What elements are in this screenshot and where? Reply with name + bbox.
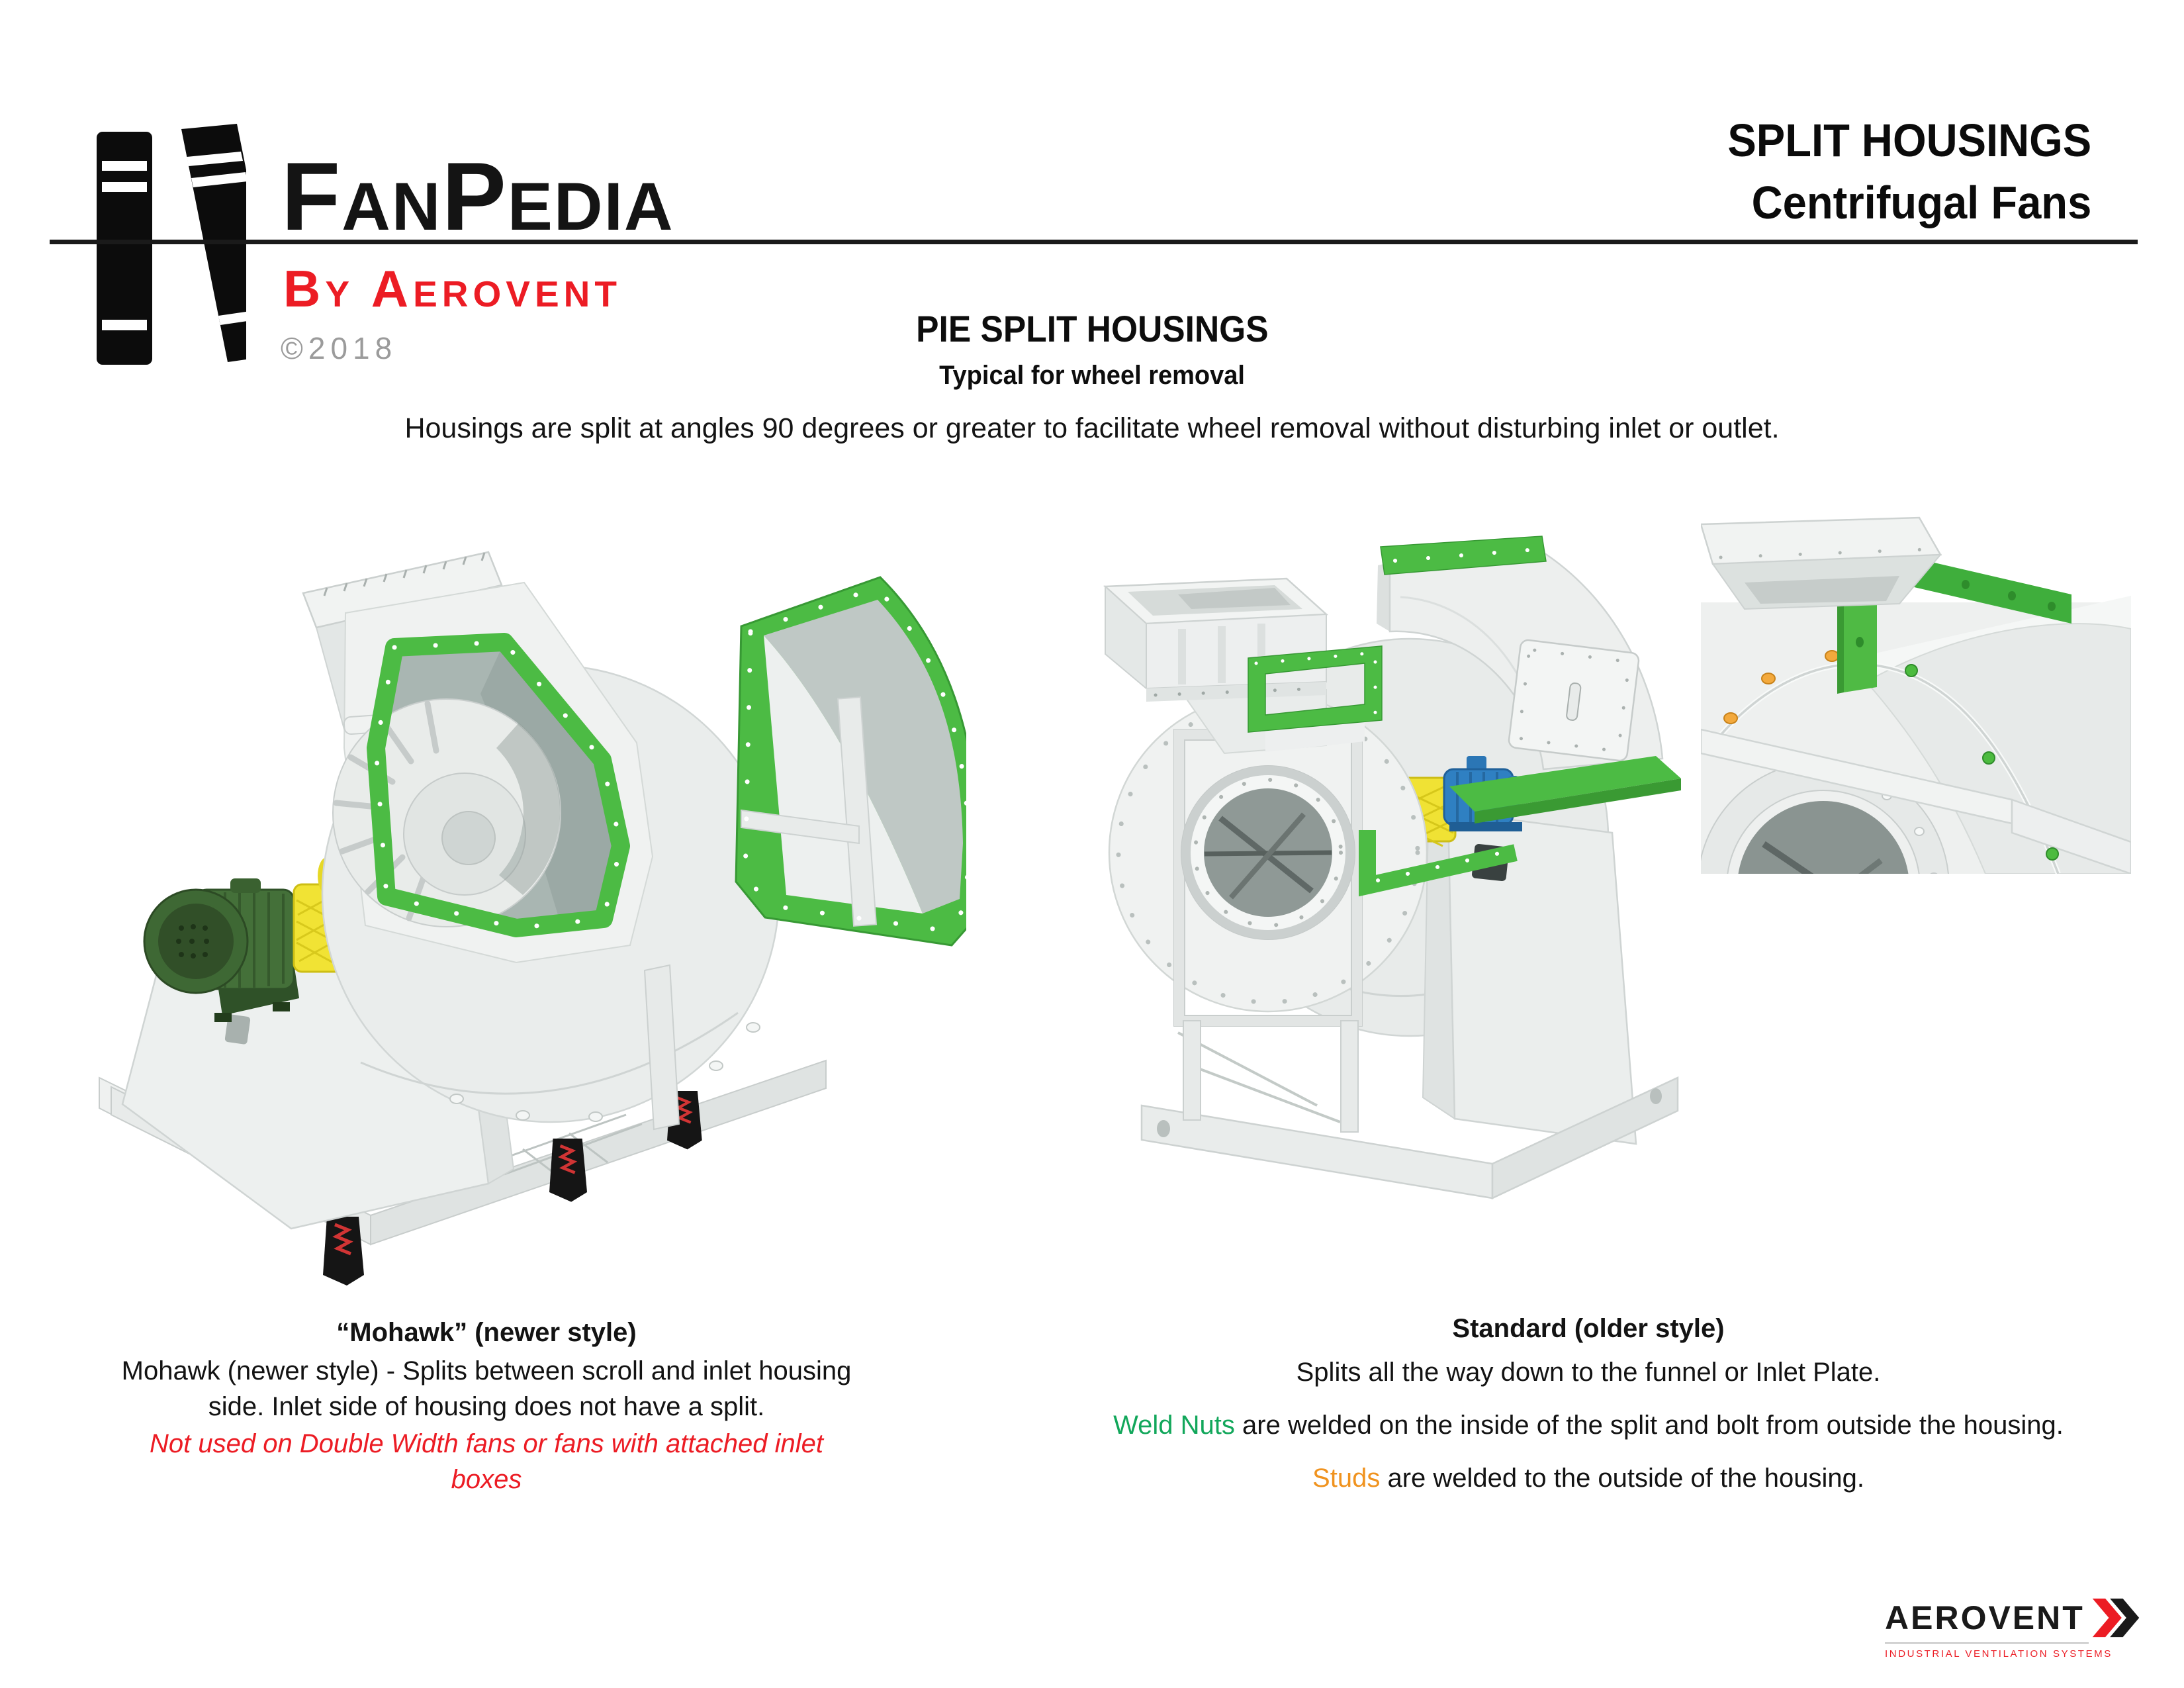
split-flange-frame [1248, 645, 1383, 733]
brand-wordmark: FanPedia [281, 142, 674, 250]
standard-caption-title: Standard (older style) [1452, 1314, 1725, 1343]
weld-nuts [1905, 664, 2059, 861]
split-flange-green [1380, 536, 1547, 575]
pie-split-opening [332, 633, 630, 937]
inlet-box-corner [1701, 516, 1942, 610]
studs-highlight: Studs [1312, 1464, 1381, 1493]
double-chevron-icon [2092, 1598, 2140, 1638]
standard-fan-illustration [1103, 536, 1681, 1199]
split-flange-green [367, 633, 630, 937]
section-subheading: Typical for wheel removal [939, 361, 1245, 390]
mohawk-caption-body: Mohawk (newer style) - Splits between sc… [121, 1356, 852, 1421]
brand-copyright: ©2018 [281, 331, 398, 365]
section-intro-text: Housings are split at angles 90 degrees … [404, 412, 1780, 444]
brand-byline: By Aerovent [283, 259, 621, 318]
split-detail-illustration [1701, 516, 2131, 874]
vibration-isolator [323, 1217, 364, 1286]
aerovent-wordmark: AEROVENT [1885, 1599, 2085, 1636]
access-door [1508, 639, 1640, 762]
header-rule [50, 240, 2138, 244]
motor [143, 878, 299, 1022]
frame-beam [2011, 798, 2131, 874]
footer-rule [1885, 1642, 2089, 1644]
document-title-line1: SPLIT HOUSINGS [1727, 115, 2091, 166]
fan-base [1140, 1031, 1679, 1199]
weld-nuts-highlight: Weld Nuts [1113, 1411, 1235, 1440]
rim-bolts [1116, 700, 1420, 1005]
section-heading: PIE SPLIT HOUSINGS [915, 308, 1269, 350]
vibration-isolator [549, 1139, 588, 1202]
document-title-line2: Centrifugal Fans [1751, 177, 2091, 228]
mohawk-caption: “Mohawk” (newer style) Mohawk (newer sty… [106, 1316, 867, 1497]
standard-caption: Standard (older style) Splits all the wa… [1046, 1312, 2131, 1496]
intro-section: PIE SPLIT HOUSINGS Typical for wheel rem… [0, 308, 2184, 445]
standard-caption-line1: Splits all the way down to the funnel or… [1296, 1358, 1881, 1387]
footer-tagline: Industrial Ventilation Systems [1885, 1648, 2113, 1660]
split-seam [1707, 663, 2060, 874]
studs [1723, 650, 1839, 724]
mohawk-caption-note: Not used on Double Width fans or fans wi… [149, 1429, 823, 1494]
removed-scroll-section [1377, 536, 1664, 771]
standard-caption-studs-line: Studs are welded to the outside of the h… [1312, 1464, 1864, 1493]
inlet-side-plate [1108, 692, 1428, 1133]
mohawk-fan-illustration [99, 551, 966, 1286]
standard-caption-weld-nuts-line: Weld Nuts are welded on the inside of th… [1113, 1411, 2064, 1440]
document-title: SPLIT HOUSINGS Centrifugal Fans [1700, 109, 2091, 234]
pie-section-removed [735, 576, 966, 947]
split-flange-angle [1359, 830, 1518, 897]
mohawk-caption-title: “Mohawk” (newer style) [336, 1318, 637, 1347]
footer-logo: AEROVENT Industrial Ventilation Systems [1885, 1597, 2150, 1660]
split-flange-plate [1449, 756, 1681, 823]
